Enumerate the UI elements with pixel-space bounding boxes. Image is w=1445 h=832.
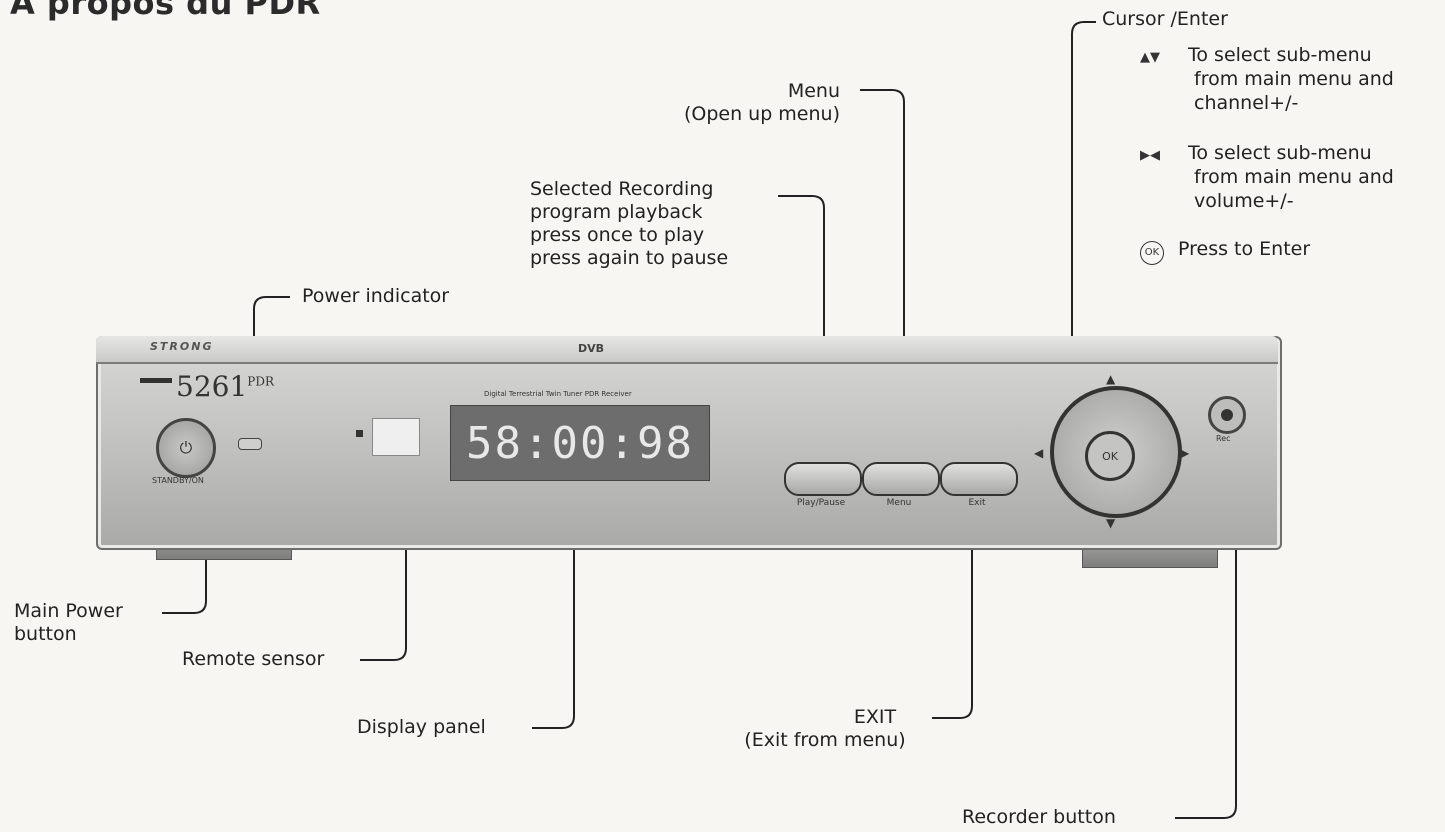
leftright-line-2: from main menu and (1194, 166, 1394, 188)
updown-callout: ▲▼To select sub-menu (1140, 44, 1372, 69)
exit-button[interactable] (940, 462, 1018, 496)
remote-sensor-leader (360, 445, 407, 661)
left-arrow-icon[interactable]: ◀ (1034, 446, 1044, 460)
right-left-arrows-icon: ▶◀ (1140, 148, 1160, 163)
sensor-dot (356, 430, 363, 437)
ok-icon: OK (1140, 241, 1164, 265)
menu-button-label: Menu (886, 498, 912, 508)
menu-leader (860, 89, 905, 478)
updown-line-3: channel+/- (1194, 92, 1299, 114)
power-indicator-led (238, 438, 262, 450)
recorder-button-label: Recorder button (962, 806, 1116, 828)
record-button[interactable] (1208, 396, 1246, 434)
down-arrow-icon[interactable]: ▼ (1106, 516, 1116, 530)
playback-leader (778, 195, 825, 478)
main-power-button[interactable]: ⏻ (156, 418, 216, 478)
play-pause-label: Play/Pause (796, 498, 846, 508)
right-arrow-icon[interactable]: ▶ (1180, 446, 1190, 460)
exit-callout: EXIT (Exit from menu) (744, 706, 906, 751)
display-panel: 58:00:98 (450, 405, 710, 481)
ok-button[interactable]: OK (1085, 431, 1135, 481)
remote-sensor-label: Remote sensor (182, 648, 325, 670)
display-readout: 58:00:98 (466, 417, 694, 469)
display-panel-label: Display panel (357, 716, 486, 738)
power-indicator-leader (253, 296, 290, 440)
main-power-label: Main Power button (14, 600, 123, 645)
exit-button-label: Exit (968, 498, 986, 508)
brand-logo: STRONG (150, 340, 214, 353)
model-bar (140, 378, 172, 383)
cursor-leader (1071, 21, 1096, 438)
menu-callout: Menu (Open up menu) (683, 80, 840, 125)
standby-label: STANDBY/ON (152, 476, 204, 485)
play-pause-button[interactable] (784, 462, 862, 496)
leftright-line-3: volume+/- (1194, 190, 1294, 212)
menu-button[interactable] (862, 462, 940, 496)
record-icon (1221, 409, 1233, 421)
leftright-callout: ▶◀To select sub-menu (1140, 142, 1372, 167)
rec-label: Rec (1216, 434, 1231, 443)
page-title: A propos du PDR (10, 0, 321, 22)
device-top-strip (96, 336, 1278, 364)
model-number: 5261PDR (176, 370, 274, 403)
remote-sensor-window (372, 418, 420, 456)
cursor-enter-label: Cursor /Enter (1102, 8, 1228, 30)
power-icon: ⏻ (179, 438, 193, 457)
up-down-arrows-icon: ▲▼ (1140, 50, 1160, 65)
display-panel-leader (532, 472, 575, 729)
display-caption: Digital Terrestrial Twin Tuner PDR Recei… (484, 390, 632, 398)
power-indicator-label: Power indicator (302, 285, 450, 307)
recorder-leader (1175, 418, 1237, 819)
up-arrow-icon[interactable]: ▲ (1106, 372, 1116, 386)
exit-leader (932, 478, 973, 719)
dvb-logo: DVB (578, 342, 605, 355)
main-power-leader (162, 458, 207, 614)
updown-line-2: from main menu and (1194, 68, 1394, 90)
playback-callout: Selected Recording program playback pres… (530, 178, 729, 269)
